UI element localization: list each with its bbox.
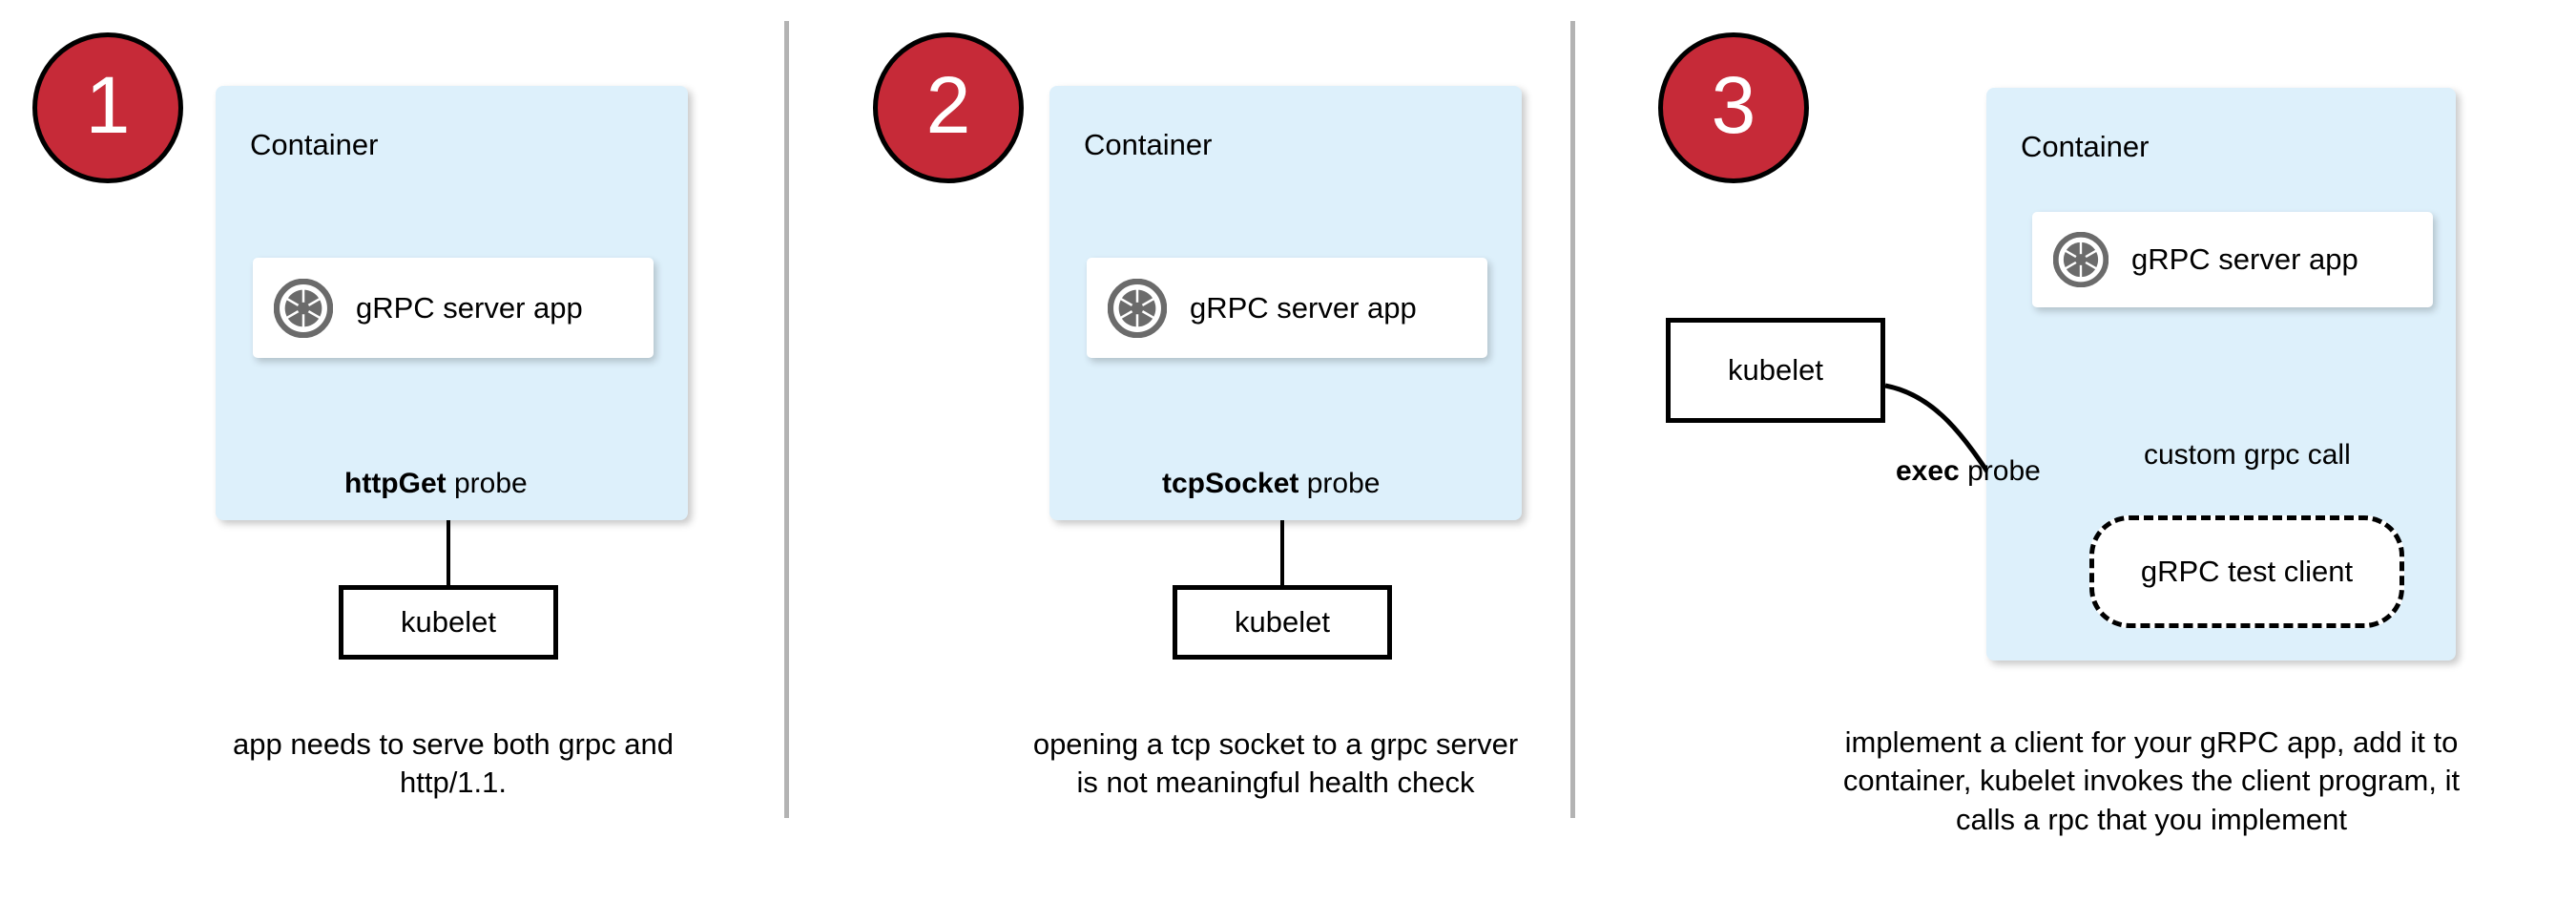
panel-caption-2: opening a tcp socket to a grpc server is… <box>1032 727 1519 800</box>
probe-name: tcpSocket <box>1162 468 1299 499</box>
container-label: Container <box>250 128 379 161</box>
panel-caption-1: app needs to serve both grpc and http/1.… <box>233 727 674 800</box>
step-number: 2 <box>925 60 971 150</box>
step-number: 1 <box>85 60 131 150</box>
exec-probe-label: exec probe <box>1896 455 2041 488</box>
probe-name: httpGet <box>344 468 447 499</box>
step-badge-1: 1 <box>32 32 183 183</box>
panel-divider-1 <box>784 21 789 818</box>
custom-grpc-call-label: custom grpc call <box>2144 439 2351 471</box>
grpc-server-app-label: gRPC server app <box>356 290 583 325</box>
grpc-server-app-label: gRPC server app <box>2131 242 2358 276</box>
panel-divider-2 <box>1570 21 1575 818</box>
kubelet-box-2[interactable]: kubelet <box>1173 585 1392 660</box>
step-badge-2: 2 <box>873 32 1024 183</box>
step-number: 3 <box>1711 60 1756 150</box>
step-badge-3: 3 <box>1658 32 1809 183</box>
container-label: Container <box>1084 128 1213 161</box>
grpc-server-app-card-1[interactable]: gRPC server app <box>253 258 654 358</box>
kubelet-label: kubelet <box>1728 353 1823 387</box>
grpc-test-client-box[interactable]: gRPC test client <box>2089 515 2404 628</box>
panel-caption-3: implement a client for your gRPC app, ad… <box>1842 725 2461 836</box>
grpc-test-client-label: gRPC test client <box>2140 555 2354 588</box>
httpget-probe-label: httpGet probe <box>344 468 528 500</box>
probe-suffix: probe <box>1298 468 1381 499</box>
kubelet-label: kubelet <box>1235 605 1330 639</box>
kubelet-box-3[interactable]: kubelet <box>1666 318 1885 423</box>
kubelet-label: kubelet <box>401 605 496 639</box>
kubelet-box-1[interactable]: kubelet <box>339 585 558 660</box>
grpc-server-app-label: gRPC server app <box>1190 290 1417 325</box>
probe-suffix: probe <box>446 468 528 499</box>
grpc-server-app-card-2[interactable]: gRPC server app <box>1087 258 1487 358</box>
grpc-server-app-card-3[interactable]: gRPC server app <box>2032 212 2433 307</box>
container-label: Container <box>2021 130 2150 163</box>
tcpsocket-probe-label: tcpSocket probe <box>1162 468 1380 500</box>
probe-suffix: probe <box>1959 455 2041 487</box>
probe-name: exec <box>1896 455 1960 487</box>
grpc-aperture-icon <box>2053 232 2109 287</box>
grpc-aperture-icon <box>1108 278 1167 338</box>
grpc-aperture-icon <box>274 278 333 338</box>
